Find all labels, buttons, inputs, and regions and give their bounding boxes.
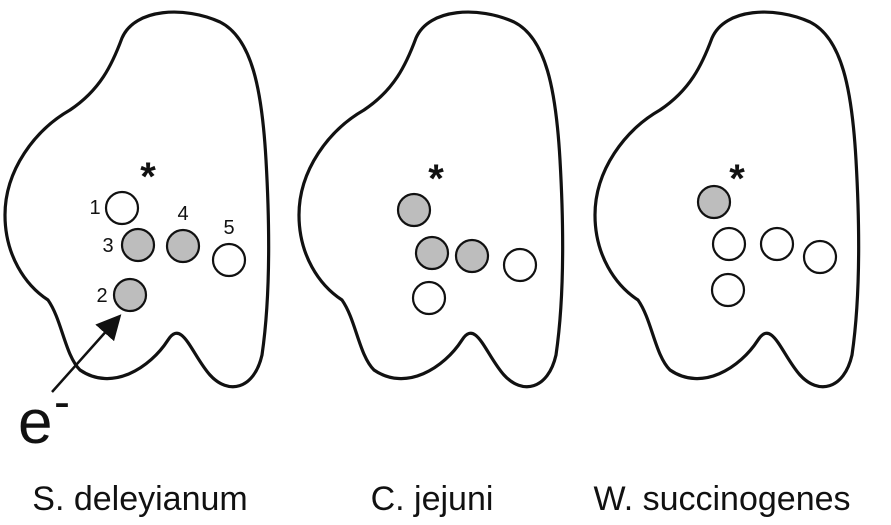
heme-site-label: 2 <box>96 285 107 307</box>
active-site-marker: * <box>729 157 745 201</box>
active-site-marker: * <box>428 157 444 201</box>
heme-site-label: 1 <box>89 197 100 219</box>
electron-charge: - <box>54 376 70 429</box>
heme-site-label: 4 <box>177 203 188 225</box>
organism-caption: W. succinogenes <box>593 480 850 518</box>
organism-caption: C. jejuni <box>371 480 494 518</box>
heme-site-4-filled <box>454 238 490 274</box>
heme-site-4-filled <box>165 228 201 264</box>
heme-site-5-empty <box>502 247 538 283</box>
active-site-marker: * <box>140 155 156 199</box>
heme-site-2-empty <box>710 272 746 308</box>
heme-site-3-filled <box>120 227 156 263</box>
electron-entry-arrow <box>51 314 122 393</box>
heme-site-4-empty <box>759 226 795 262</box>
heme-site-2-filled <box>112 277 148 313</box>
protein-outline <box>297 10 565 389</box>
heme-site-2-empty <box>411 280 447 316</box>
heme-site-5-empty <box>802 239 838 275</box>
heme-site-3-filled <box>414 235 450 271</box>
heme-site-5-empty <box>211 242 247 278</box>
organism-caption: S. deleyianum <box>32 480 247 518</box>
heme-site-label: 3 <box>102 235 113 257</box>
electron-symbol: e <box>18 388 52 457</box>
panel-3: * W. succinogenes <box>593 10 861 518</box>
heme-site-1-filled <box>696 184 732 220</box>
heme-site-1-filled <box>396 192 432 228</box>
heme-site-label: 5 <box>223 217 234 239</box>
heme-site-1-empty <box>104 190 140 226</box>
panel-2: * C. jejuni <box>297 10 565 518</box>
protein-outline <box>3 10 271 389</box>
panel-1: * 1 2 3 4 5 e- S. deleyianum <box>3 10 271 518</box>
heme-site-3-empty <box>711 226 747 262</box>
